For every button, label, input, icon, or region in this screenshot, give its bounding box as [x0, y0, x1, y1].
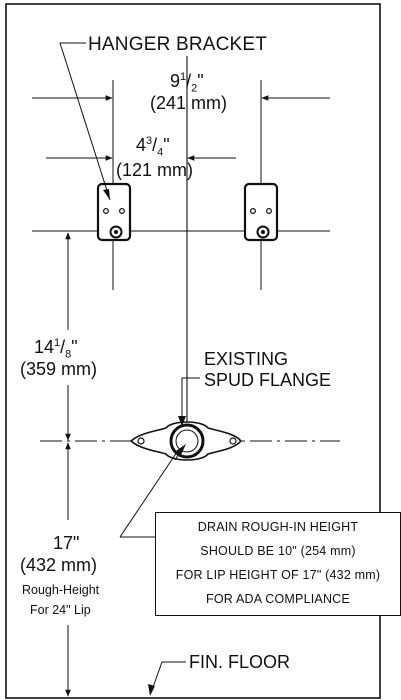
dim-inner-numerator: 3 — [146, 135, 153, 147]
dim-outer-unit: " — [197, 71, 204, 91]
dim-inner-mm: (121 mm) — [116, 160, 194, 180]
existing-spud-label-2: SPUD FLANGE — [204, 370, 332, 390]
dim-vert-mm: (359 mm) — [20, 359, 98, 379]
dim-vert-unit: " — [71, 337, 78, 357]
dim-outer-fraction: 91/2" — [170, 71, 204, 95]
rough-height-label-2: For 24" Lip — [30, 603, 91, 617]
dim-inner-fraction: 43/4" — [136, 135, 170, 159]
spud-flange-icon — [129, 421, 243, 461]
dim-vert-whole: 14 — [34, 337, 55, 357]
existing-spud-leader — [181, 377, 200, 424]
note-line-4: FOR ADA COMPLIANCE — [206, 592, 350, 606]
dim-height-value: 17" — [53, 533, 80, 553]
hanger-bracket-left — [96, 182, 132, 242]
dim-inner-unit: " — [163, 135, 170, 155]
note-line-2: SHOULD BE 10" (254 mm) — [200, 544, 356, 558]
dim-inner-denominator: 4 — [157, 146, 164, 159]
fin-floor-label: FIN. FLOOR — [189, 652, 291, 672]
fin-floor-leader — [151, 661, 186, 691]
hanger-bracket-right — [243, 182, 279, 242]
dim-outer-numerator: 1 — [180, 71, 187, 83]
drain-note-box: DRAIN ROUGH-IN HEIGHT SHOULD BE 10" (254… — [155, 512, 401, 616]
dim-vert-fraction: 141/8" — [34, 337, 78, 361]
dim-height-mm: (432 mm) — [20, 555, 98, 575]
dim-inner-whole: 4 — [136, 135, 147, 155]
note-leader-1 — [119, 451, 178, 538]
note-line-3: FOR LIP HEIGHT OF 17" (432 mm) — [175, 568, 381, 582]
dim-outer-denominator: 2 — [191, 82, 198, 95]
dim-vert-numerator: 1 — [54, 337, 61, 349]
hanger-bracket-label: HANGER BRACKET — [88, 34, 268, 55]
existing-spud-label-1: EXISTING — [204, 349, 289, 369]
note-line-1: DRAIN ROUGH-IN HEIGHT — [197, 520, 359, 534]
rough-height-label-1: Rough-Height — [22, 583, 100, 597]
dim-outer-mm: (241 mm) — [150, 93, 228, 113]
dim-outer-whole: 9 — [170, 71, 181, 91]
dim-vert-denominator: 8 — [65, 348, 72, 361]
wall-outline — [5, 3, 381, 699]
hanger-bracket-leader — [59, 42, 111, 201]
